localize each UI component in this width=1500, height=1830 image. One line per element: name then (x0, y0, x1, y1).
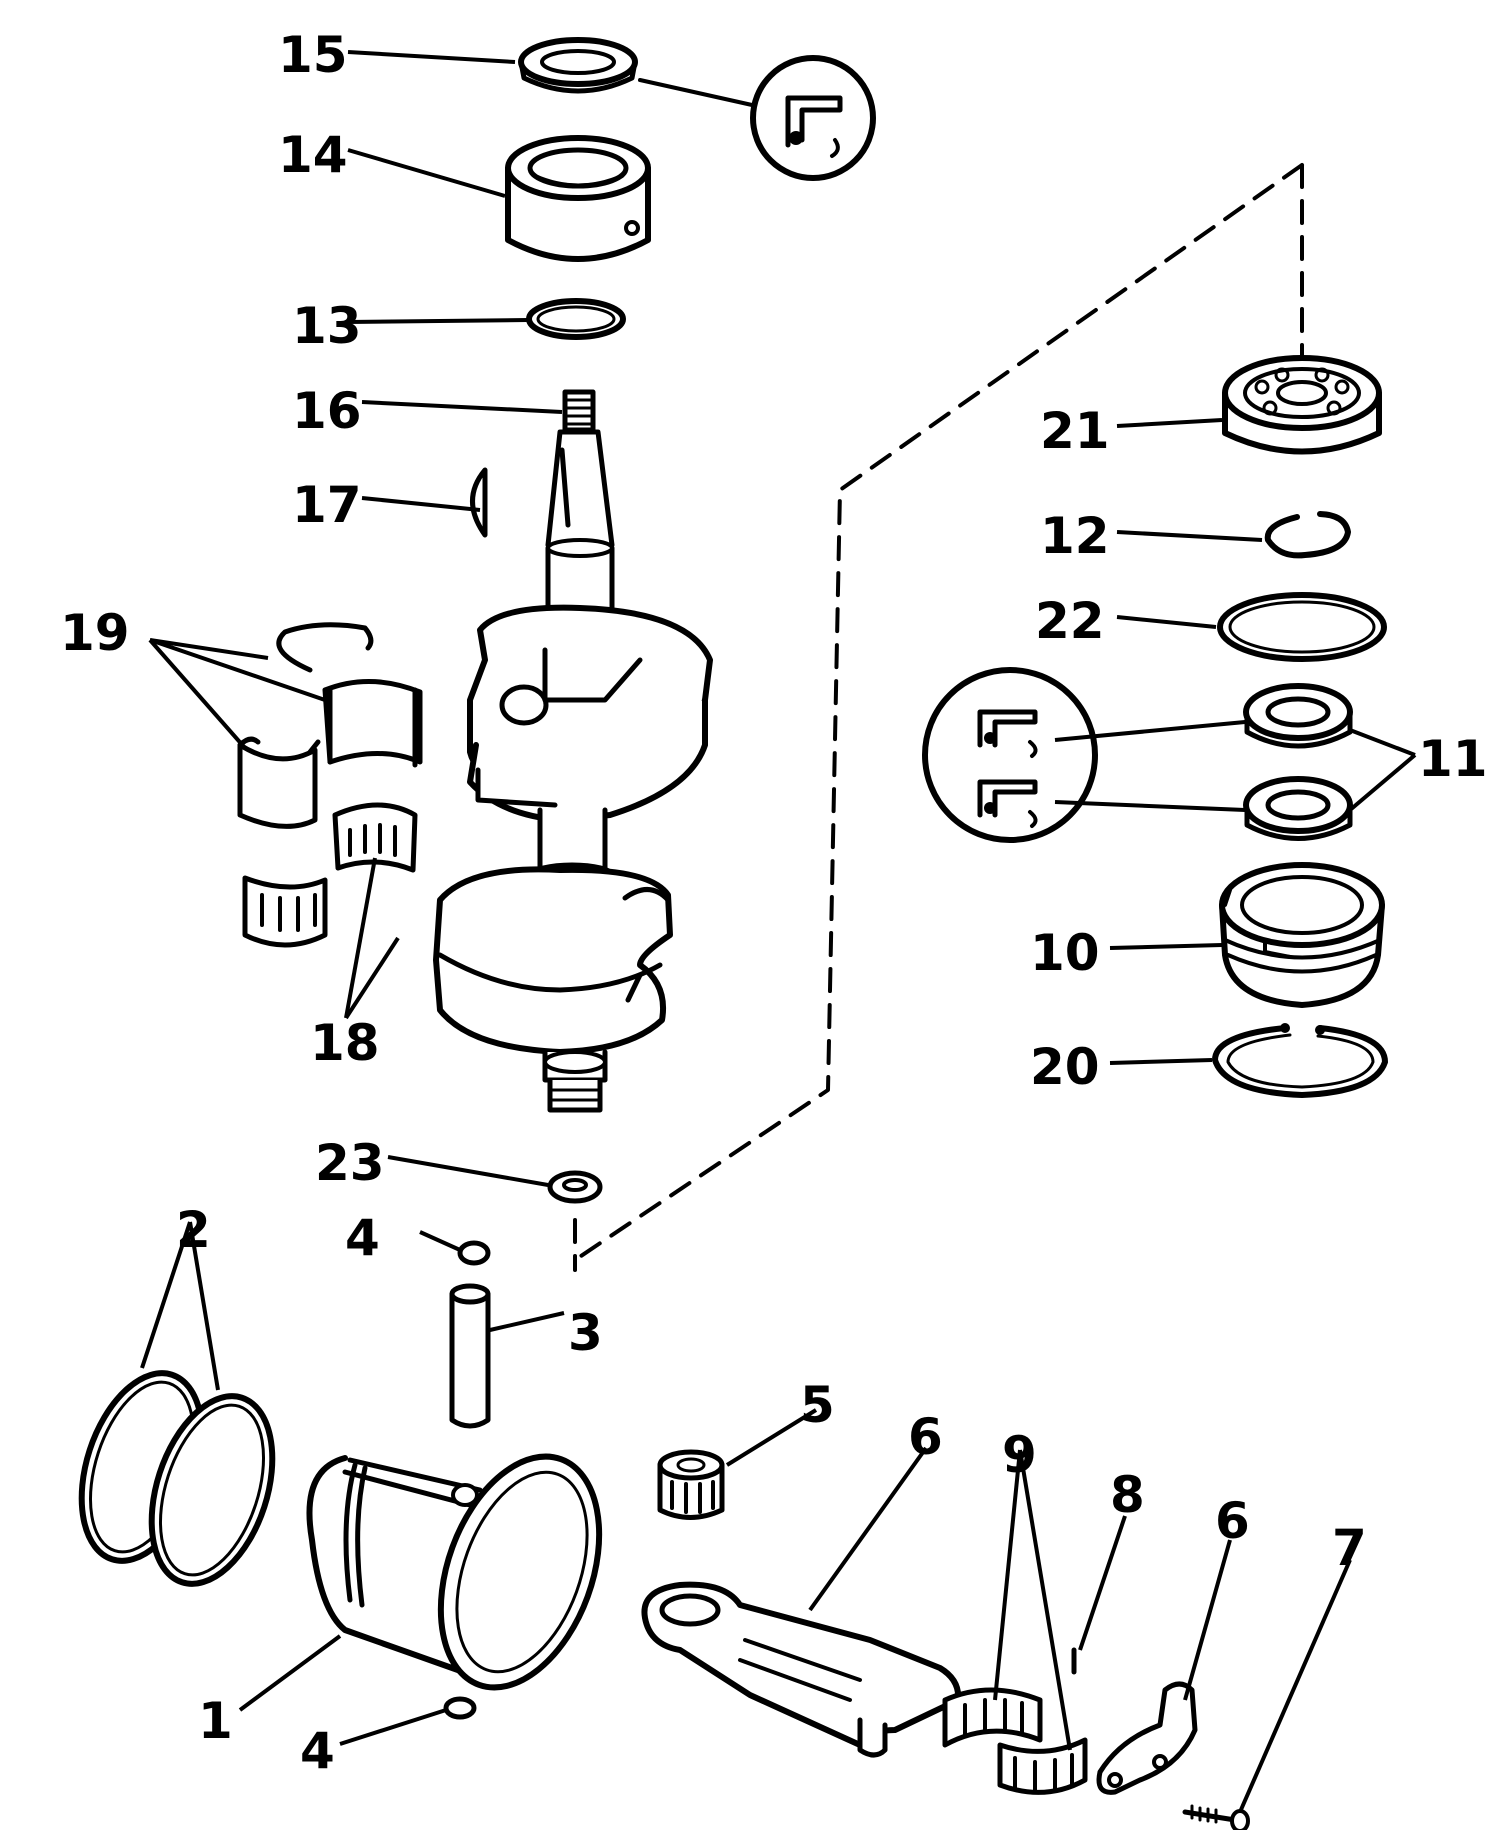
callout-21: 21 (1040, 402, 1110, 460)
part-23-washer (547, 1170, 603, 1204)
callout-1: 1 (198, 1692, 233, 1750)
part-11-seals (1243, 683, 1353, 841)
part-21-ball-bearing (1222, 355, 1382, 455)
callout-13: 13 (292, 297, 362, 355)
part-20-retaining-ring (1212, 1023, 1388, 1098)
part-18-needle-bearings (242, 802, 418, 948)
part-12-snap-ring (1264, 511, 1351, 559)
assembly-dashed-line (573, 163, 1304, 1272)
part-22-o-ring (1217, 592, 1387, 662)
detail-circle-seal-orientation-lower (922, 667, 1246, 843)
callout-8: 8 (1110, 1466, 1145, 1524)
callout-2: 2 (176, 1201, 211, 1259)
callout-6-cap: 6 (1215, 1492, 1250, 1550)
callout-20: 20 (1030, 1038, 1100, 1096)
callout-15: 15 (278, 26, 348, 84)
part-3-piston-pin (449, 1283, 491, 1429)
callout-18: 18 (310, 1014, 380, 1072)
callout-19: 19 (60, 604, 130, 662)
part-5-needle-bearing (657, 1449, 725, 1520)
callout-4-top: 4 (345, 1209, 380, 1267)
leader-lines (140, 50, 1417, 1813)
callout-4-bottom: 4 (300, 1722, 335, 1780)
callout-5: 5 (800, 1376, 835, 1434)
callout-11: 11 (1418, 730, 1488, 788)
part-4-retainer-top (457, 1240, 491, 1266)
part-17-woodruff-key (470, 467, 488, 538)
callout-14: 14 (278, 126, 348, 184)
part-2-piston-rings (78, 1370, 276, 1587)
part-4-retainer-bottom (443, 1696, 477, 1720)
part-14-bearing-housing (505, 135, 651, 262)
callout-labels: 15 14 13 16 17 19 18 23 4 3 2 1 4 5 6 9 … (60, 26, 1488, 1780)
callout-23: 23 (315, 1134, 385, 1192)
part-19-bearing-halves (237, 622, 423, 829)
part-7-rod-screw (1182, 1804, 1250, 1830)
part-15-seal (518, 37, 638, 94)
callout-6-rod: 6 (908, 1408, 943, 1466)
callout-10: 10 (1030, 924, 1100, 982)
callout-9: 9 (1002, 1426, 1037, 1484)
detail-circle-seal-orientation (638, 55, 876, 181)
part-13-o-ring (526, 298, 626, 340)
callout-16: 16 (292, 382, 362, 440)
part-6-connecting-rod (641, 1581, 962, 1758)
callout-22: 22 (1035, 592, 1105, 650)
part-16-crankshaft (433, 389, 713, 1113)
part-9-needle-halves (942, 1687, 1088, 1795)
callout-7: 7 (1332, 1519, 1367, 1577)
part-6-rod-cap (1096, 1681, 1198, 1795)
callout-17: 17 (292, 476, 362, 534)
part-10-lower-bearing-housing (1219, 862, 1385, 1008)
callout-3: 3 (568, 1304, 603, 1362)
callout-12: 12 (1040, 507, 1110, 565)
part-1-piston (306, 1453, 603, 1691)
